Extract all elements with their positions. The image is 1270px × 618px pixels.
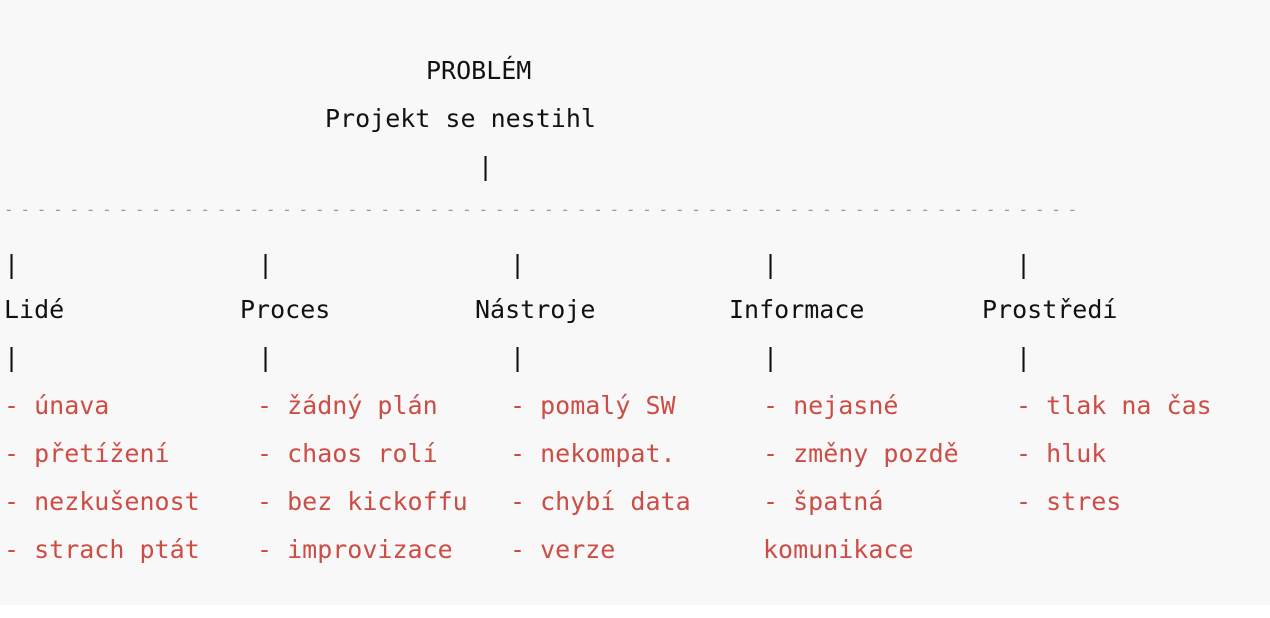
cause-item: - hluk: [1016, 439, 1107, 468]
category-connector-top: |: [4, 250, 20, 279]
cause-item: - bez kickoffu: [257, 487, 468, 516]
cause-item: - pomalý SW: [510, 391, 676, 420]
problem-text: Projekt se nestihl: [325, 104, 596, 133]
cause-item: - nejasné: [763, 391, 899, 420]
cause-item: - chybí data: [510, 487, 691, 516]
cause-item: - chaos rolí: [257, 439, 438, 468]
category-label: Proces: [240, 295, 331, 324]
cause-item: - verze: [510, 535, 616, 564]
cause-item: komunikace: [763, 535, 914, 564]
category-connector-bottom: |: [4, 343, 20, 372]
cause-item: - stres: [1016, 487, 1122, 516]
cause-item: - únava: [4, 391, 110, 420]
category-connector-top: |: [510, 250, 526, 279]
cause-item: - improvizace: [257, 535, 453, 564]
category-connector-bottom: |: [510, 343, 526, 372]
header-connector: |: [478, 152, 494, 181]
cause-item: - tlak na čas: [1016, 391, 1212, 420]
category-connector-bottom: |: [763, 343, 779, 372]
cause-item: - nezkušenost: [4, 487, 200, 516]
category-connector-top: |: [1016, 250, 1032, 279]
category-label: Lidé: [4, 295, 65, 324]
cause-item: - nekompat.: [510, 439, 676, 468]
fishbone-text-diagram: PROBLÉM Projekt se nestihl | -----------…: [4, 56, 1212, 564]
category-connector-top: |: [258, 250, 274, 279]
cause-item: - strach ptát: [4, 535, 200, 564]
cause-item: - žádný plán: [257, 391, 438, 420]
category-connector-bottom: |: [258, 343, 274, 372]
separator-line: ----------------------------------------…: [4, 200, 1084, 219]
category-label: Prostředí: [982, 295, 1118, 324]
problem-label: PROBLÉM: [426, 56, 532, 85]
category-connector-bottom: |: [1016, 343, 1032, 372]
category-connector-top: |: [763, 250, 779, 279]
category-label: Informace: [729, 295, 865, 324]
category-label: Nástroje: [475, 295, 596, 324]
cause-item: - přetížení: [4, 439, 170, 468]
cause-item: - změny pozdě: [763, 439, 959, 468]
cause-item: - špatná: [763, 487, 884, 516]
